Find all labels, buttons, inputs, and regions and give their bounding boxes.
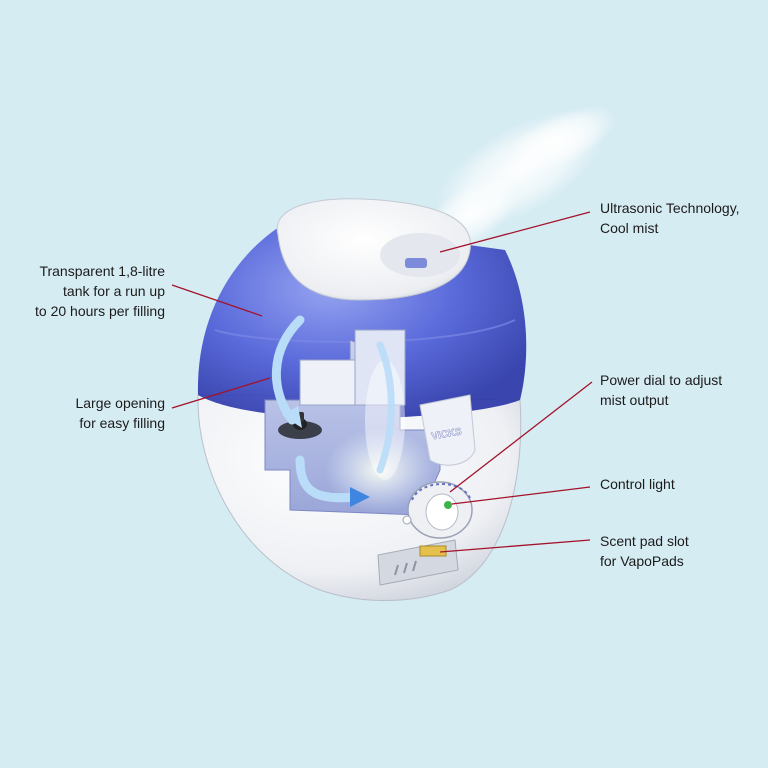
scent-pad-slot (377, 539, 459, 586)
leader-lines (171, 211, 593, 553)
label-ultrasonic-line1: Ultrasonic Technology, (600, 200, 740, 216)
power-dial-icon (402, 481, 473, 539)
leader-line-opening (171, 377, 271, 409)
leader-line-scent-pad (439, 539, 591, 553)
vicks-logo: VICKS (419, 394, 476, 466)
label-opening-line2: for easy filling (79, 415, 165, 431)
label-ultrasonic-line2: Cool mist (600, 220, 659, 236)
label-control-light-line1: Control light (600, 476, 675, 492)
label-tank-line3: to 20 hours per filling (35, 303, 165, 319)
label-scent-pad-line1: Scent pad slot (600, 533, 689, 549)
label-opening: Large opening for easy filling (75, 393, 165, 433)
label-power-dial-line2: mist output (600, 392, 669, 408)
label-opening-line1: Large opening (75, 395, 165, 411)
leader-line-tank (171, 284, 263, 317)
label-tank: Transparent 1,8-litre tank for a run up … (35, 261, 165, 321)
label-tank-line1: Transparent 1,8-litre (39, 263, 165, 279)
label-power-dial-line1: Power dial to adjust (600, 372, 723, 388)
label-ultrasonic: Ultrasonic Technology, Cool mist (600, 198, 740, 238)
top-cap (276, 198, 471, 301)
label-scent-pad-line2: for VapoPads (600, 553, 684, 569)
label-tank-line2: tank for a run up (63, 283, 165, 299)
leader-line-control-light (451, 486, 591, 505)
control-light-icon (444, 501, 452, 509)
leader-line-power-dial (449, 381, 593, 493)
label-control-light: Control light (600, 474, 675, 494)
label-power-dial: Power dial to adjust mist output (600, 370, 722, 410)
label-scent-pad: Scent pad slot for VapoPads (600, 531, 689, 571)
leader-line-ultrasonic (439, 211, 591, 253)
cutaway-interior (264, 315, 441, 516)
